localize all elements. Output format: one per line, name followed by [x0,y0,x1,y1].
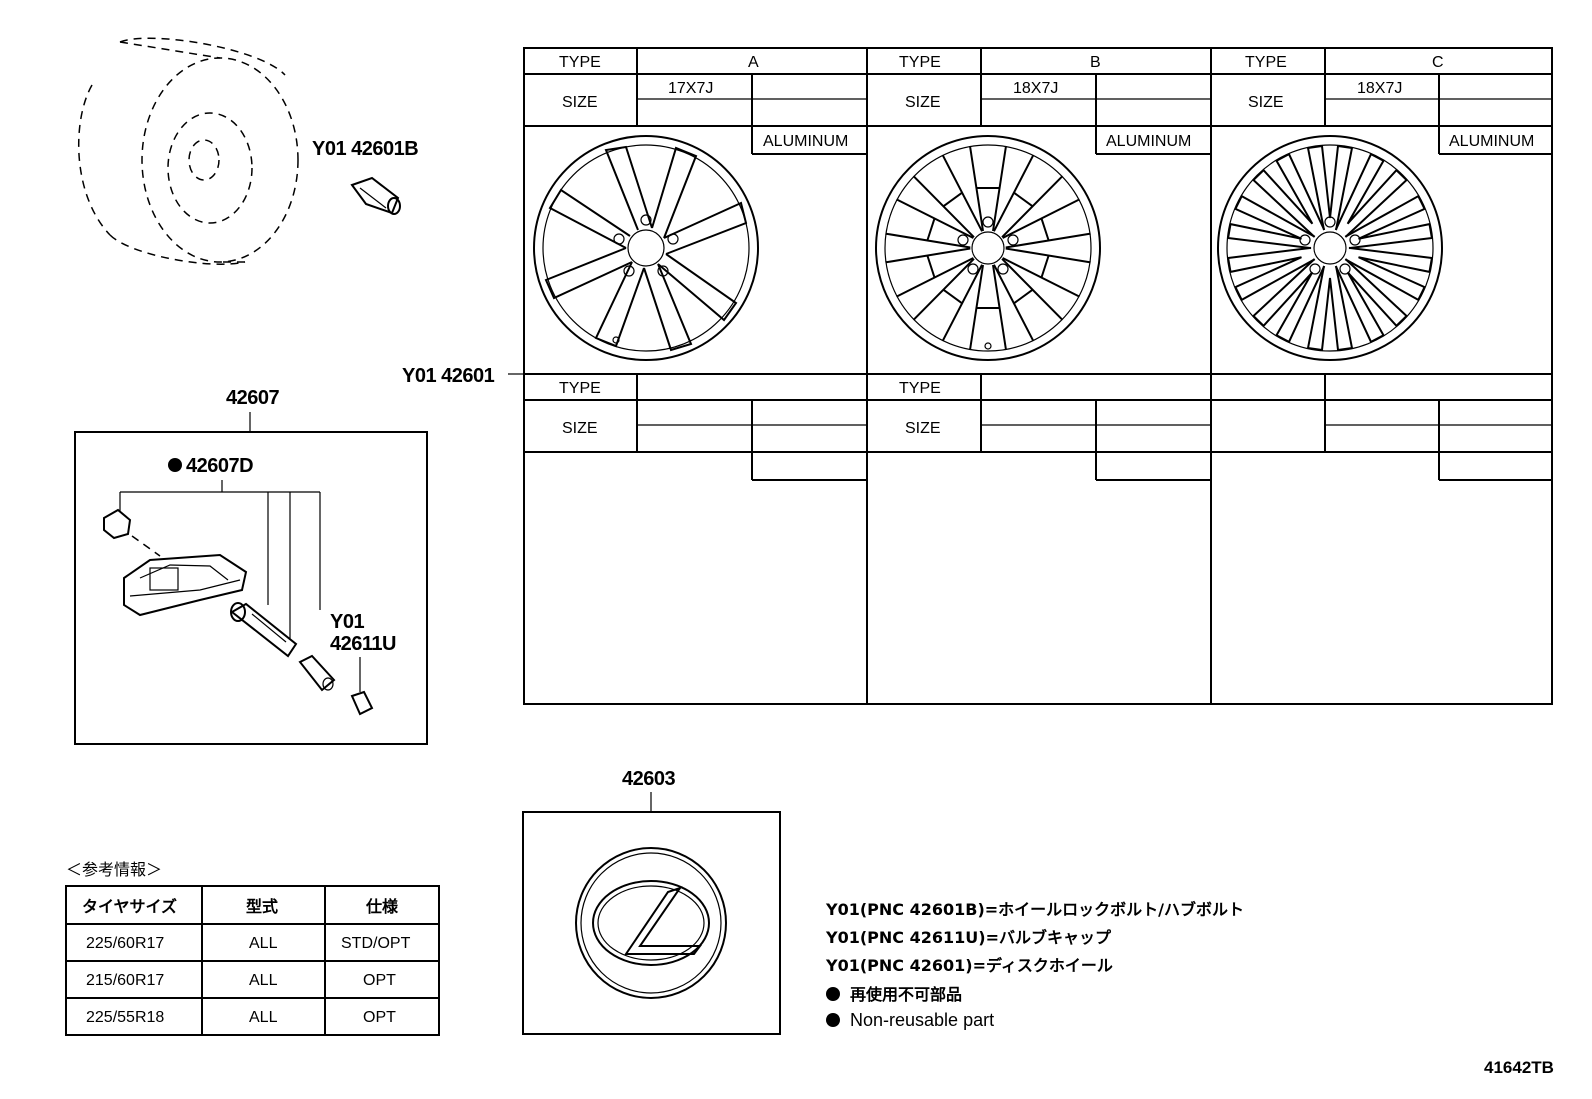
valve-cap-callout[interactable]: 42611U [330,633,397,655]
reference-cell-r2-c3: OPT [363,972,396,989]
material-a: ALUMINUM [763,133,848,150]
size-label-a: SIZE [562,94,598,111]
reference-cell-r2-c1: 215/60R17 [86,972,164,989]
size-value-c: 18X7J [1357,80,1402,97]
tpms-leader-lines [119,480,321,640]
type-label-c: TYPE [1245,54,1287,71]
tpms-sensor-illustration [103,508,374,716]
legend-jp: 再使用不可部品 [850,985,962,1004]
tpms-box [74,431,428,745]
reference-cell-r1-c1: 225/60R17 [86,935,164,952]
wheel-c-illustration [1217,135,1443,361]
material-c: ALUMINUM [1449,133,1534,150]
center-cap-callout[interactable]: 42603 [622,768,676,790]
type-value-b: B [1090,54,1101,71]
reference-cell-r1-c3: STD/OPT [341,935,411,952]
size-value-b: 18X7J [1013,80,1058,97]
reference-cell-r2-c2: ALL [249,972,278,989]
size-label-lower-b: SIZE [905,420,941,437]
wheel-a-illustration [533,135,759,361]
type-label-a: TYPE [559,54,601,71]
size-label-c: SIZE [1248,94,1284,111]
tpms-assembly-callout[interactable]: 42607 [226,387,280,409]
type-label-lower-a: TYPE [559,380,601,397]
valve-cap-prefix-callout[interactable]: Y01 [330,611,365,633]
type-value-c: C [1432,54,1444,71]
reference-cell-r1-c2: ALL [249,935,278,952]
size-label-lower-a: SIZE [562,420,598,437]
tpms-sensor-callout[interactable]: 42607D [186,455,254,477]
type-label-b: TYPE [899,54,941,71]
reference-table [65,885,440,1036]
legend-en: Non-reusable part [850,1010,994,1030]
note-valve-cap: Y01(PNC 42611U)=バルブキャップ [825,928,1112,947]
reference-cell-r3-c1: 225/55R18 [86,1009,164,1026]
type-value-a: A [748,54,759,71]
reference-header-spec: 仕様 [365,897,399,916]
center-cap-box [522,811,781,1035]
type-label-lower-b: TYPE [899,380,941,397]
lock-bolt-callout[interactable]: Y01 42601B [312,138,419,160]
reference-header-model: 型式 [246,897,278,916]
wheel-table [523,47,1553,705]
reference-cell-r3-c3: OPT [363,1009,396,1026]
wheel-b-illustration [875,135,1101,361]
legend-bullet-jp [826,987,840,1001]
non-reusable-marker [168,458,182,472]
reference-cell-r3-c2: ALL [249,1009,278,1026]
size-label-b: SIZE [905,94,941,111]
lock-bolt-illustration [350,176,401,215]
figure-id: 41642TB [1484,1058,1554,1077]
reference-header-tire-size: タイヤサイズ [82,897,177,916]
note-disc-wheel: Y01(PNC 42601)=ディスクホイール [825,956,1113,975]
legend-bullet-en [826,1013,840,1027]
lexus-emblem-icon [575,847,727,999]
reference-heading: ＜参考情報＞ [66,860,162,879]
wheel-callout[interactable]: Y01 42601 [402,365,495,387]
spare-wheel-illustration [77,37,299,265]
size-value-a: 17X7J [668,80,713,97]
note-lock-bolt: Y01(PNC 42601B)=ホイールロックボルト/ハブボルト [825,900,1244,919]
material-b: ALUMINUM [1106,133,1191,150]
